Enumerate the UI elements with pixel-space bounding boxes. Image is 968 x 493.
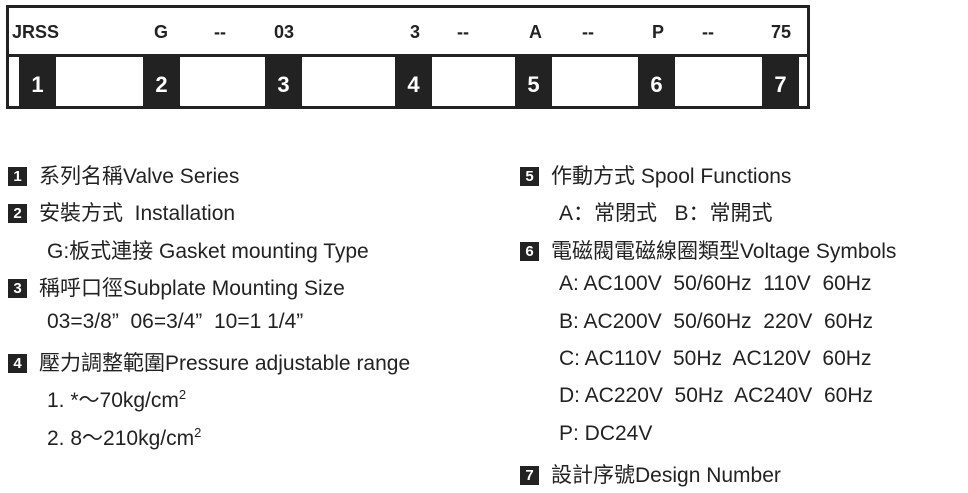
number-cell-2: 2: [143, 57, 180, 106]
legend-text: 03=3/8” 06=3/4” 10=1 1/4”: [47, 309, 304, 333]
legend-heading: 2 安裝方式 Installation: [8, 197, 235, 227]
legend-text: 電磁閥電磁線圈類型Voltage Symbols: [551, 239, 897, 263]
number-badge: 6: [520, 241, 539, 261]
number-cell-7: 7: [762, 57, 799, 106]
legend-text: 系列名稱Valve Series: [39, 165, 240, 188]
code-size: 03: [274, 22, 295, 42]
legend-text: 1. *～70kg/cm: [47, 389, 179, 413]
legend-text: G:板式連接 Gasket mounting Type: [47, 239, 369, 263]
code-row: JRSS G -- 03 3 -- A -- P -- 75: [9, 8, 807, 57]
legend-text: D: AC220V 50Hz AC240V 60Hz: [559, 384, 874, 408]
model-code-table: JRSS G -- 03 3 -- A -- P -- 75 1 2 3 4 5…: [6, 5, 810, 109]
code-installation: G: [154, 22, 169, 42]
number-cell-4: 4: [395, 57, 432, 106]
legend-detail: C: AC110V 50Hz AC120V 60Hz: [559, 347, 871, 371]
number-badge: 2: [8, 204, 27, 224]
legend-text: 設計序號Design Number: [551, 464, 781, 488]
superscript: 2: [194, 424, 202, 440]
legend-text: A：常閉式 B：常開式: [559, 202, 773, 226]
code-series: JRSS: [12, 22, 60, 42]
code-separator: --: [457, 22, 469, 42]
code-design: 75: [771, 22, 792, 42]
code-separator: --: [582, 22, 594, 42]
legend-text: A: AC100V 50/60Hz 110V 60Hz: [559, 272, 872, 296]
legend-text: 壓力調整範圍Pressure adjustable range: [39, 352, 411, 375]
legend-detail: G:板式連接 Gasket mounting Type: [47, 235, 369, 265]
legend-heading: 1 系列名稱Valve Series: [8, 160, 239, 190]
number-cell-3: 3: [265, 57, 302, 106]
code-separator: --: [214, 22, 226, 42]
legend-detail: 03=3/8” 06=3/4” 10=1 1/4”: [47, 310, 303, 334]
legend-heading: 3 稱呼口徑Subplate Mounting Size: [8, 272, 345, 302]
number-badge: 3: [8, 279, 27, 299]
number-badge: 4: [8, 354, 27, 373]
number-cell-1: 1: [19, 57, 56, 106]
number-badge: 7: [520, 466, 539, 486]
legend-text: 作動方式 Spool Functions: [551, 165, 792, 188]
code-separator: --: [702, 22, 714, 42]
legend-detail: B: AC200V 50/60Hz 220V 60Hz: [559, 310, 873, 334]
legend-detail: A: AC100V 50/60Hz 110V 60Hz: [559, 272, 871, 296]
legend-detail: A：常閉式 B：常開式: [559, 197, 773, 227]
number-cell-6: 6: [638, 57, 675, 106]
legend-text: B: AC200V 50/60Hz 220V 60Hz: [559, 309, 874, 333]
legend-text: 安裝方式 Installation: [39, 202, 236, 226]
legend-detail: P: DC24V: [559, 422, 652, 446]
legend-detail: 1. *～70kg/cm2: [47, 384, 186, 414]
number-cell-5: 5: [515, 57, 552, 106]
legend-detail: 2. 8～210kg/cm2: [47, 422, 201, 452]
legend-text: C: AC110V 50Hz AC120V 60Hz: [559, 347, 872, 370]
legend-heading: 5 作動方式 Spool Functions: [520, 160, 791, 190]
legend-heading: 7 設計序號Design Number: [520, 459, 781, 489]
legend-detail: D: AC220V 50Hz AC240V 60Hz: [559, 384, 873, 408]
legend-text: 稱呼口徑Subplate Mounting Size: [39, 277, 345, 301]
code-voltage: P: [652, 22, 665, 42]
legend-heading: 6 電磁閥電磁線圈類型Voltage Symbols: [520, 235, 896, 265]
legend-text: 2. 8～210kg/cm: [47, 426, 195, 450]
legend-heading: 4 壓力調整範圍Pressure adjustable range: [8, 347, 410, 377]
number-badge: 5: [520, 167, 539, 186]
superscript: 2: [178, 387, 187, 403]
code-pressure: 3: [410, 22, 421, 42]
number-badge: 1: [8, 167, 27, 186]
code-spool: A: [529, 22, 542, 42]
legend-text: P: DC24V: [559, 421, 653, 445]
